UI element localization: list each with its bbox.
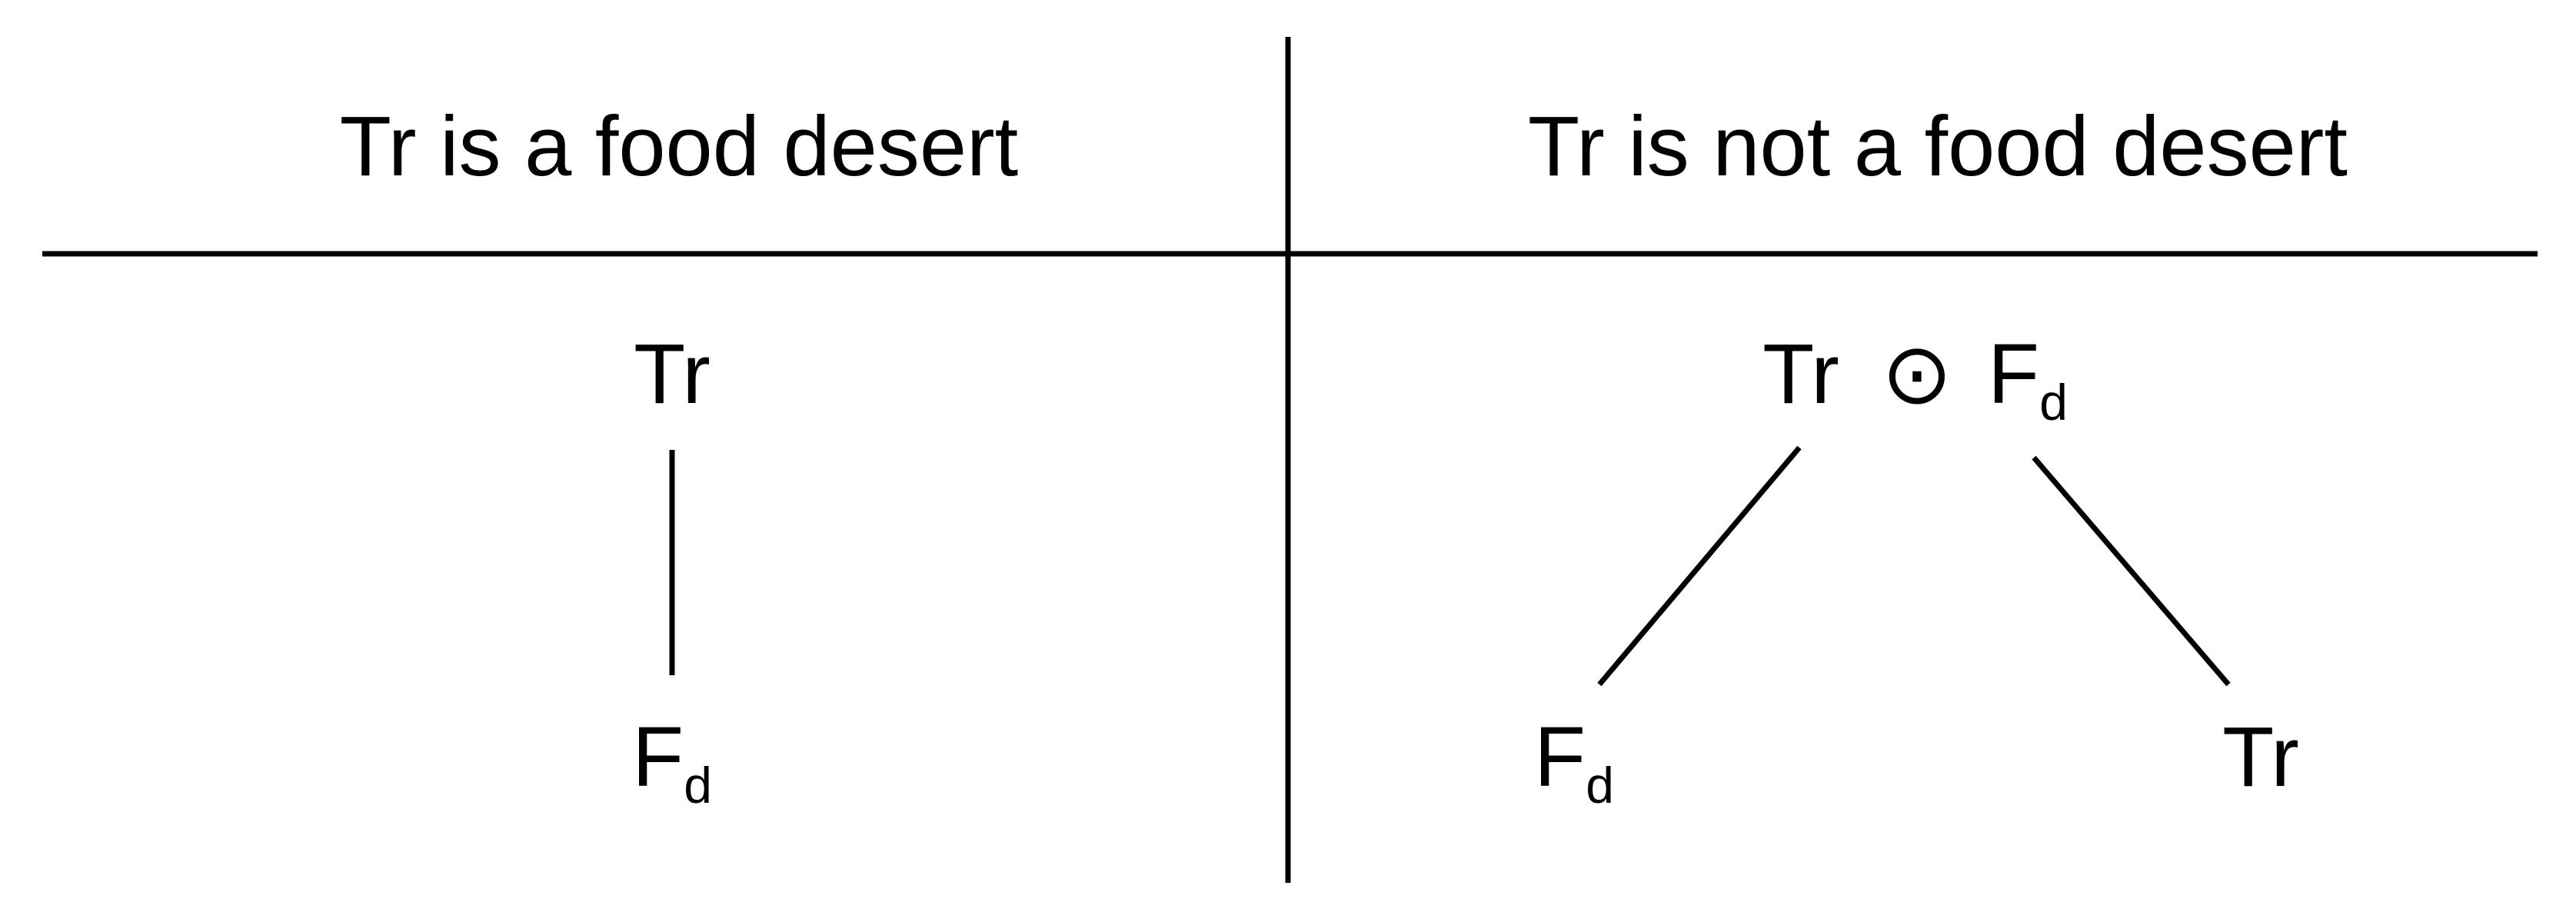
- left-bottom-node: Fd: [632, 710, 712, 814]
- right-tree-edge-right: [2032, 455, 2231, 687]
- right-top-node-right-main: F: [1988, 327, 2039, 421]
- right-tree-edge-left: [1597, 445, 1802, 687]
- left-top-node: Tr: [634, 327, 711, 421]
- right-bottom-left-node-subscript: d: [1586, 757, 1614, 814]
- left-bottom-node-main: F: [632, 710, 684, 804]
- right-bottom-right-node: Tr: [2222, 710, 2299, 804]
- right-bottom-left-node-main: F: [1534, 710, 1586, 804]
- circled-dot-operator: ⊙: [1882, 327, 1952, 421]
- header-right: Tr is not a food desert: [1528, 99, 2348, 194]
- left-bottom-node-subscript: d: [684, 757, 712, 814]
- right-top-node-right-subscript: d: [2039, 374, 2068, 431]
- right-bottom-left-node: Fd: [1534, 710, 1614, 814]
- right-top-node-left: Tr: [1762, 327, 1839, 421]
- right-top-node-right: Fd: [1988, 327, 2068, 431]
- header-left: Tr is a food desert: [340, 99, 1018, 194]
